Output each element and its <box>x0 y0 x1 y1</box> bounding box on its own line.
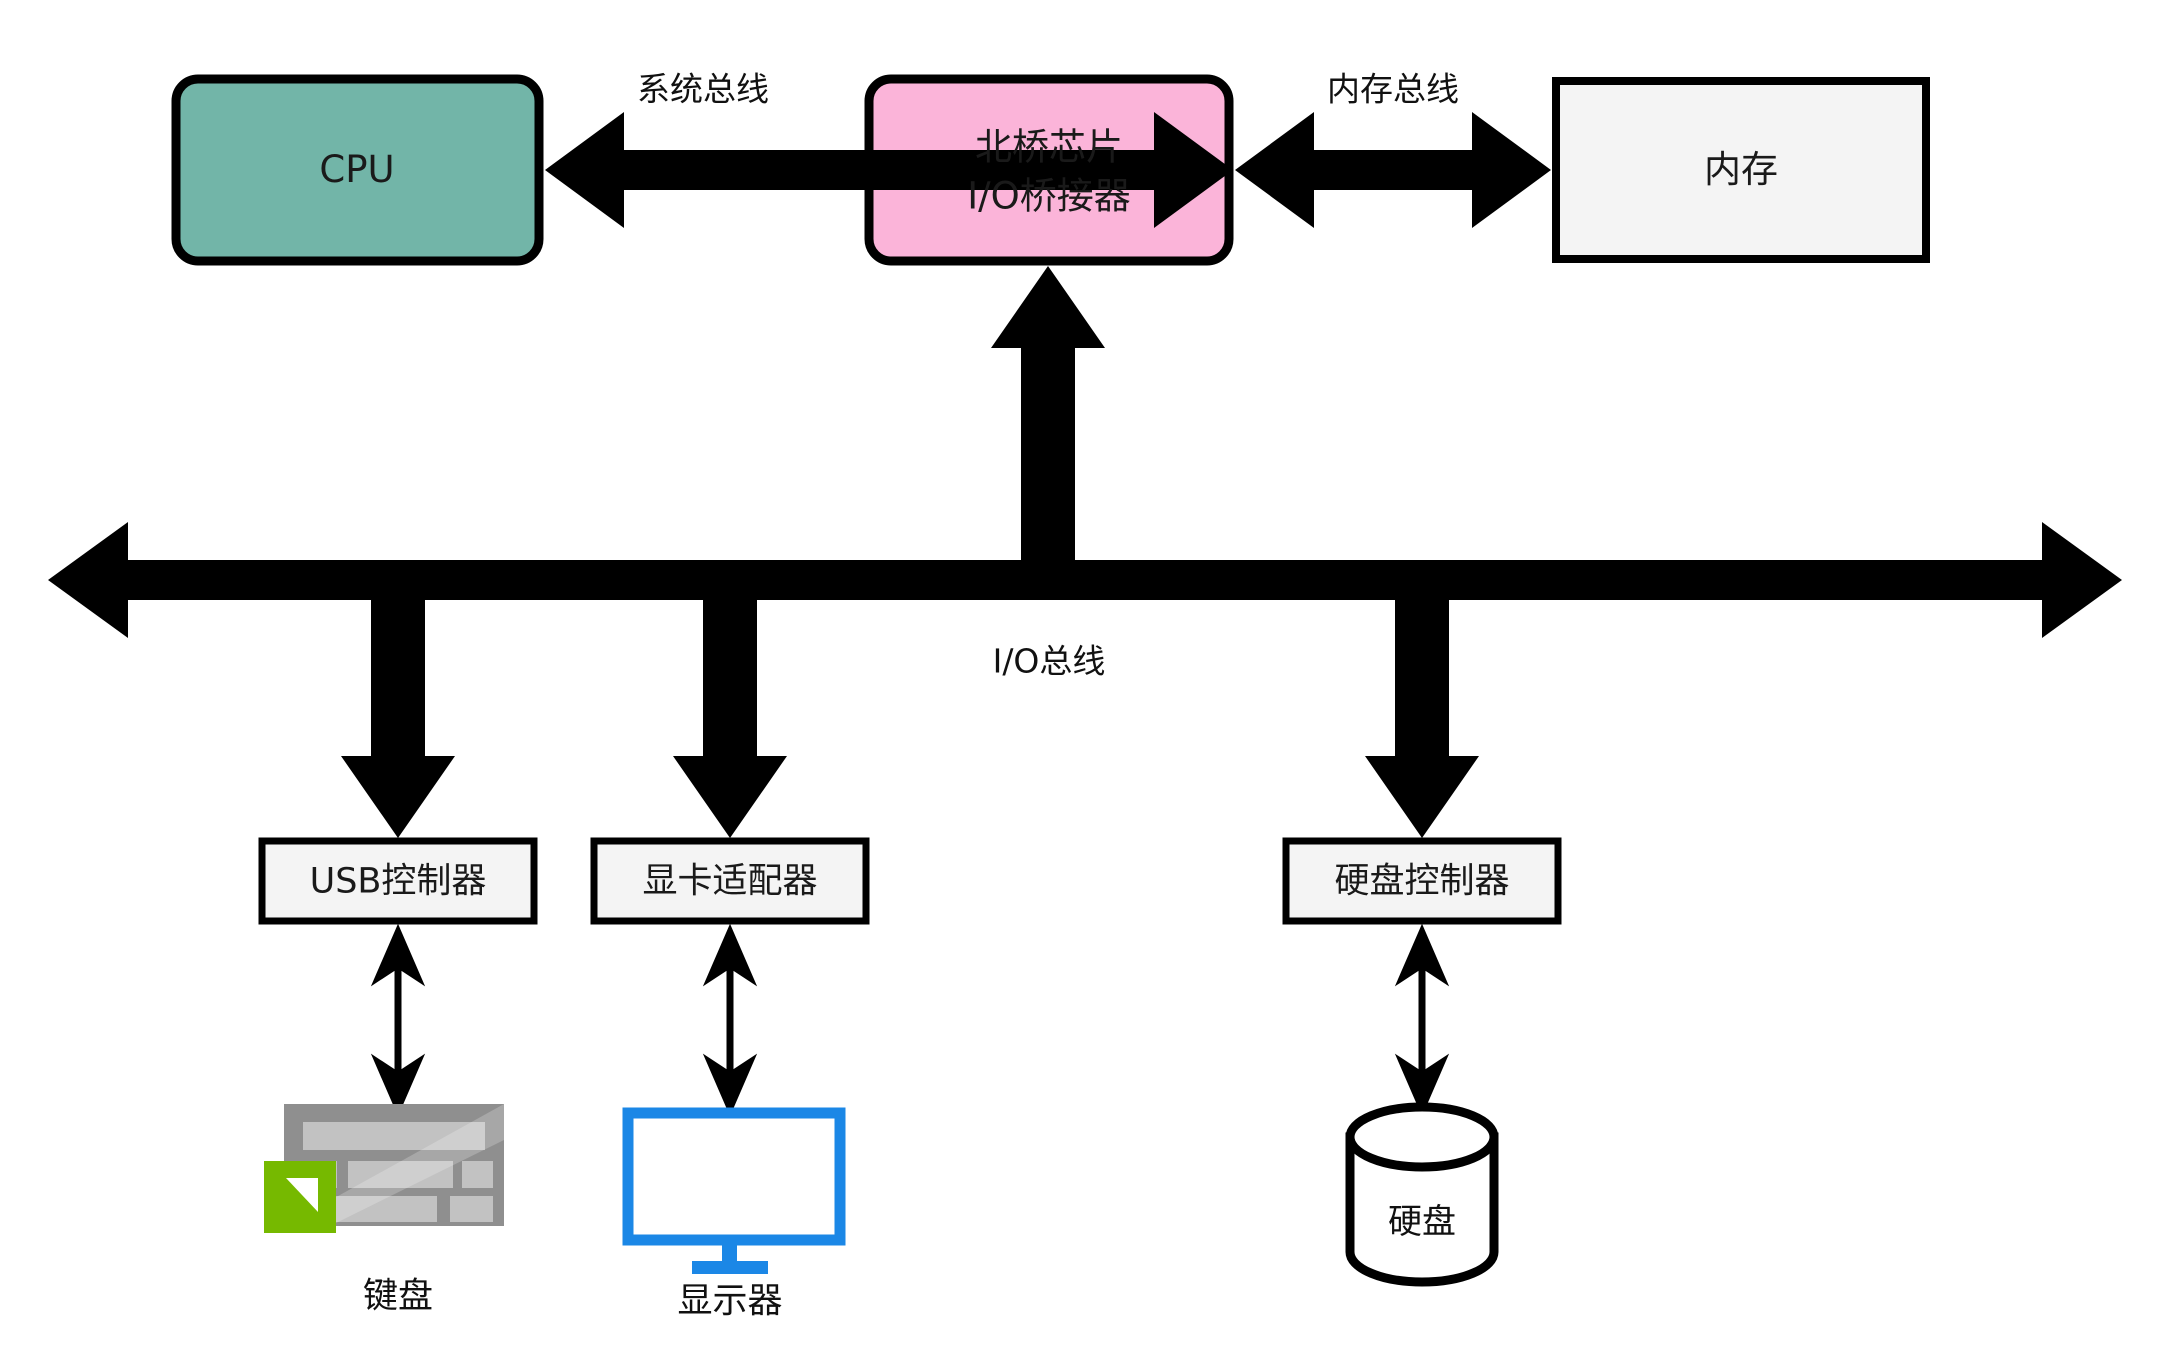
harddisk-label: 硬盘 <box>1388 1201 1456 1242</box>
monitor-label: 显示器 <box>677 1281 783 1322</box>
io-bus-label: I/O总线 <box>992 641 1106 681</box>
cylinder-icon <box>1345 1102 1499 1287</box>
keyboard-icon <box>264 1104 504 1233</box>
memory-bus-arrow <box>1235 112 1551 228</box>
graphics-adapter-label: 显卡适配器 <box>642 861 818 902</box>
disk-controller-label: 硬盘控制器 <box>1334 861 1510 902</box>
monitor-icon <box>622 1107 846 1274</box>
usb-controller-label: USB控制器 <box>309 861 487 902</box>
disk-harddisk-arrow <box>1394 923 1450 1117</box>
iobus-disk-arrow <box>1365 598 1479 838</box>
memory-label: 内存 <box>1704 148 1778 192</box>
iobus-usb-arrow <box>341 598 455 838</box>
io-bus-bar <box>48 522 2122 638</box>
graphics-monitor-arrow <box>702 923 758 1117</box>
graphics-adapter-box[interactable] <box>590 837 870 925</box>
usb-keyboard-arrow <box>370 923 426 1117</box>
system-bus-arrow <box>545 112 1233 228</box>
cpu-label: CPU <box>319 148 395 192</box>
system-bus-label: 系统总线 <box>637 69 769 109</box>
memory-bus-label: 内存总线 <box>1327 69 1459 109</box>
northbridge-label-line1: 北桥芯片 <box>975 125 1123 169</box>
northbridge-label-line2: I/O桥接器 <box>967 174 1131 218</box>
keyboard-label: 键盘 <box>362 1276 434 1317</box>
iobus-graphics-arrow <box>673 598 787 838</box>
disk-controller-box[interactable] <box>1282 837 1562 925</box>
usb-controller-box[interactable] <box>258 837 538 925</box>
northbridge-iobus-arrow <box>991 266 1105 586</box>
cpu-box[interactable] <box>171 74 544 266</box>
memory-box[interactable] <box>1552 77 1930 263</box>
